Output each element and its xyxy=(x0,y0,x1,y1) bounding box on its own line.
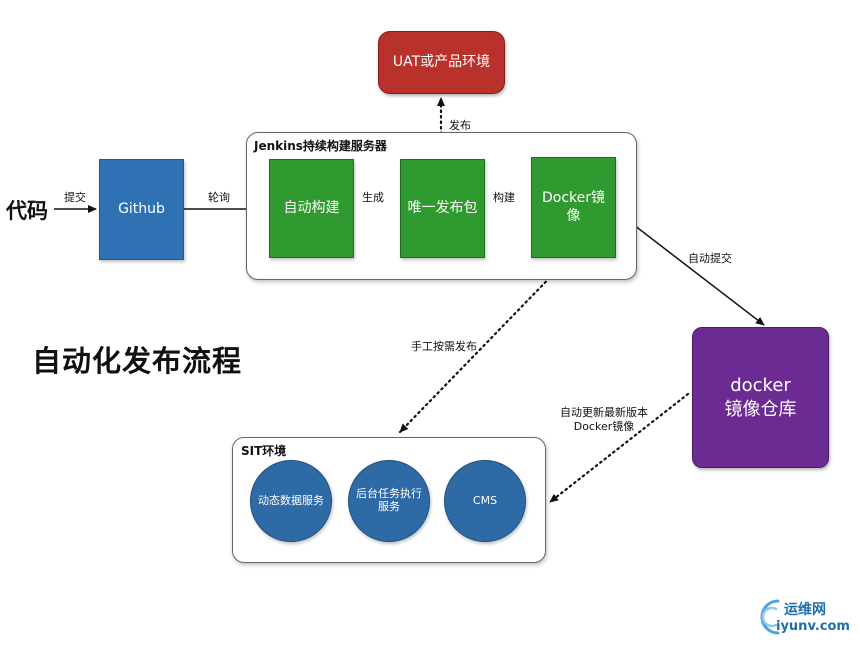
auto-build-node[interactable]: 自动构建 xyxy=(269,159,354,258)
edge-label-poll: 轮询 xyxy=(208,191,230,204)
arrow-docker-to-sit xyxy=(398,260,567,434)
arrow-registry-to-sit xyxy=(548,392,690,504)
edge-label-generate: 生成 xyxy=(362,191,384,204)
edge-label-build: 构建 xyxy=(493,191,515,204)
edge-label-auto-update: 自动更新最新版本 Docker镜像 xyxy=(560,406,648,434)
uat-node[interactable]: UAT或产品环境 xyxy=(378,31,505,94)
source-code-label: 代码 xyxy=(6,199,48,223)
docker-registry-node[interactable]: docker 镜像仓库 xyxy=(692,327,829,468)
edge-label-submit: 提交 xyxy=(64,191,86,204)
unique-package-node[interactable]: 唯一发布包 xyxy=(400,159,485,258)
sit-service-dynamic-data[interactable]: 动态数据服务 xyxy=(250,460,332,542)
watermark-logo-icon xyxy=(760,599,780,635)
watermark: 运维网 iyunv.com xyxy=(756,597,856,641)
sit-service-background-jobs[interactable]: 后台任务执行 服务 xyxy=(348,460,430,542)
sit-service-cms[interactable]: CMS xyxy=(444,460,526,542)
edge-label-manual-publish: 手工按需发布 xyxy=(411,340,477,353)
diagram-title: 自动化发布流程 xyxy=(32,344,243,378)
arrow-docker-to-registry xyxy=(616,211,765,326)
jenkins-group-title: Jenkins持续构建服务器 xyxy=(254,139,387,153)
edge-label-auto-submit: 自动提交 xyxy=(688,252,732,265)
sit-group-title: SIT环境 xyxy=(241,444,287,458)
watermark-name: 运维网 xyxy=(784,602,826,618)
docker-image-node[interactable]: Docker镜 像 xyxy=(531,157,616,258)
watermark-url: iyunv.com xyxy=(776,619,850,634)
edge-label-publish: 发布 xyxy=(449,119,471,132)
github-node[interactable]: Github xyxy=(99,159,184,260)
